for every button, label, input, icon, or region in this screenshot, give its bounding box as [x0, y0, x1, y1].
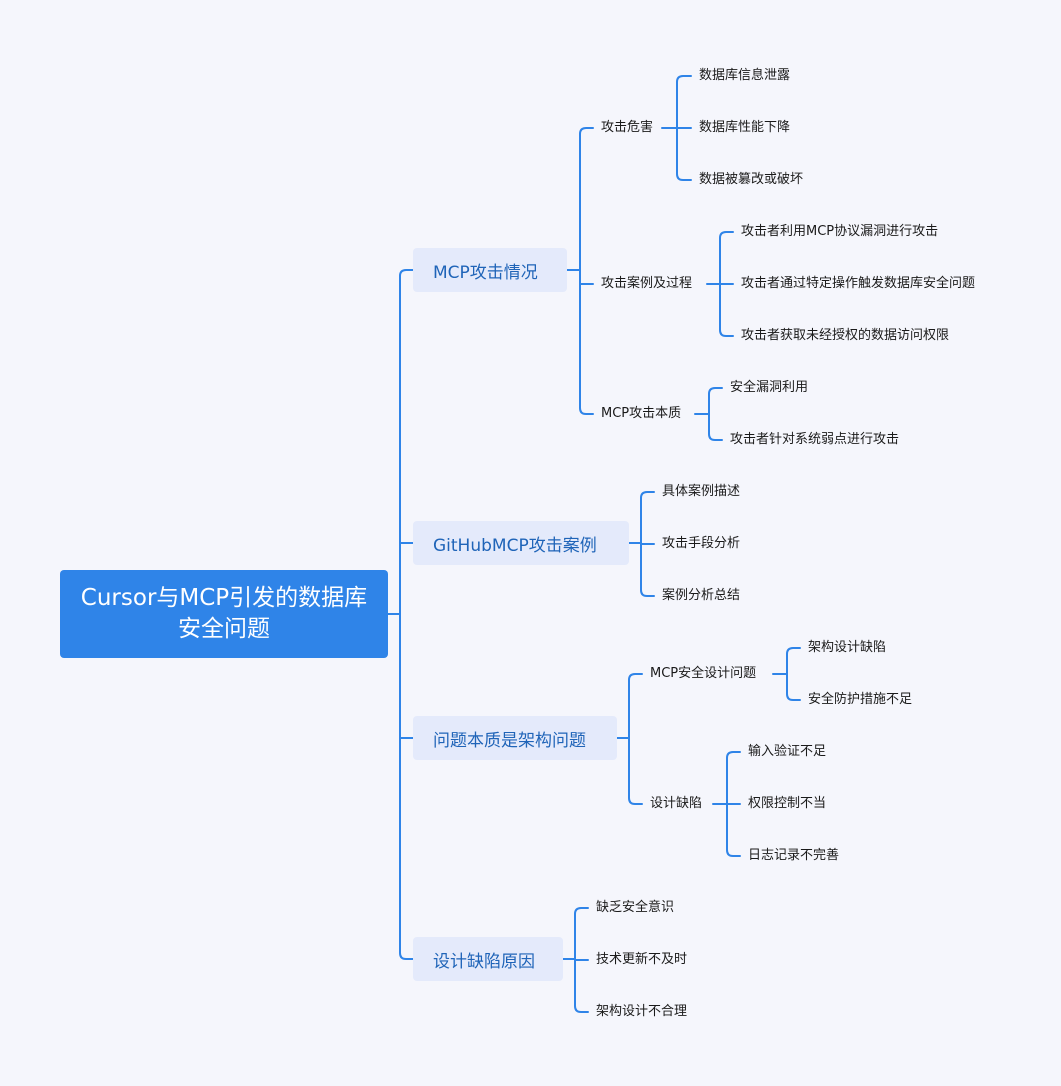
- leaf-topic[interactable]: 案例分析总结: [662, 588, 741, 603]
- leaf-topic[interactable]: 攻击手段分析: [662, 536, 741, 551]
- topic-attack-harm[interactable]: 攻击危害: [601, 120, 654, 135]
- branch-label: GitHubMCP攻击案例: [433, 535, 597, 556]
- leaf-topic[interactable]: 数据库信息泄露: [699, 68, 791, 83]
- connector: [562, 907, 589, 1013]
- connector: [712, 751, 741, 857]
- branch-label: 问题本质是架构问题: [433, 730, 586, 751]
- leaf-topic[interactable]: 攻击者利用MCP协议漏洞进行攻击: [741, 224, 939, 239]
- topic-design-defect[interactable]: 设计缺陷: [650, 796, 703, 811]
- connector: [661, 75, 692, 181]
- connector: [387, 269, 414, 960]
- leaf-topic[interactable]: 具体案例描述: [662, 484, 741, 499]
- branch-label: 设计缺陷原因: [433, 951, 535, 972]
- branch-mcp-attack[interactable]: MCP攻击情况: [413, 248, 567, 292]
- connector: [706, 231, 734, 337]
- leaf-topic[interactable]: 安全防护措施不足: [808, 692, 913, 707]
- topic-attack-case[interactable]: 攻击案例及过程: [601, 276, 693, 291]
- branch-architecture[interactable]: 问题本质是架构问题: [413, 716, 617, 760]
- connector: [694, 387, 723, 441]
- leaf-topic[interactable]: 缺乏安全意识: [596, 900, 675, 915]
- leaf-topic[interactable]: 日志记录不完善: [748, 848, 840, 863]
- leaf-topic[interactable]: 架构设计缺陷: [808, 640, 887, 655]
- topic-attack-essence[interactable]: MCP攻击本质: [601, 406, 682, 421]
- leaf-topic[interactable]: 架构设计不合理: [596, 1004, 688, 1019]
- connector: [628, 491, 655, 597]
- root-topic-label: Cursor与MCP引发的数据库安全问题: [80, 585, 368, 642]
- leaf-topic[interactable]: 数据库性能下降: [699, 120, 791, 135]
- branch-label: MCP攻击情况: [433, 262, 538, 283]
- branch-github-case[interactable]: GitHubMCP攻击案例: [413, 521, 629, 565]
- branch-defect-cause[interactable]: 设计缺陷原因: [413, 937, 563, 981]
- leaf-topic[interactable]: 攻击者针对系统弱点进行攻击: [730, 432, 900, 447]
- root-topic[interactable]: Cursor与MCP引发的数据库安全问题: [60, 570, 388, 658]
- leaf-topic[interactable]: 数据被篡改或破坏: [699, 172, 804, 187]
- leaf-topic[interactable]: 攻击者通过特定操作触发数据库安全问题: [741, 276, 976, 291]
- connector: [566, 127, 594, 415]
- leaf-topic[interactable]: 攻击者获取未经授权的数据访问权限: [741, 328, 950, 343]
- connector: [772, 647, 801, 701]
- leaf-topic[interactable]: 权限控制不当: [748, 796, 827, 811]
- leaf-topic[interactable]: 安全漏洞利用: [730, 380, 809, 395]
- topic-mcp-design[interactable]: MCP安全设计问题: [650, 666, 757, 681]
- leaf-topic[interactable]: 输入验证不足: [748, 744, 827, 759]
- leaf-topic[interactable]: 技术更新不及时: [596, 952, 688, 967]
- connector: [616, 673, 643, 805]
